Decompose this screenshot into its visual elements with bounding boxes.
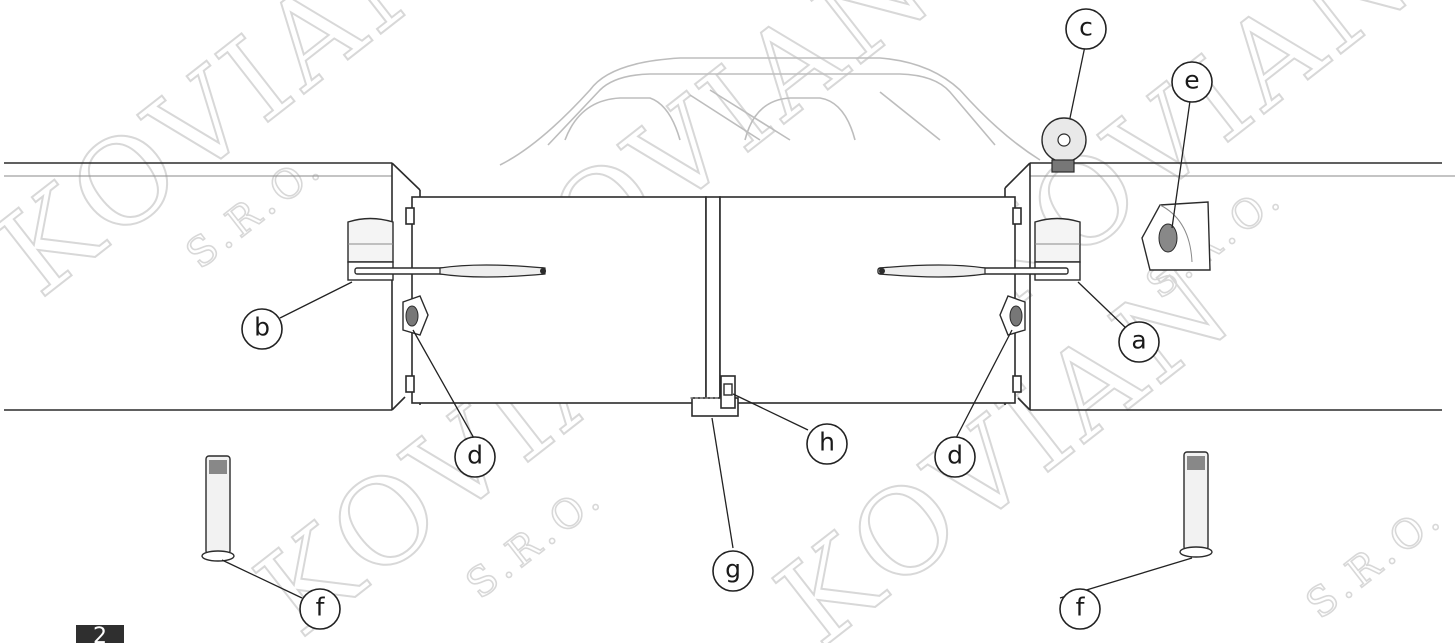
- callout-label-f-right: f: [1076, 593, 1086, 622]
- callout-e: e: [1171, 61, 1213, 103]
- callout-d-right: d: [934, 436, 976, 478]
- left-gate-leaf: [411, 196, 707, 404]
- right-gate-operator: [877, 217, 1081, 281]
- callout-label-e: e: [1184, 66, 1199, 95]
- left-gate-operator: [347, 217, 546, 281]
- gate-leaves: [405, 196, 1022, 404]
- leader-lines: [221, 45, 1193, 599]
- electric-lock: [720, 375, 736, 409]
- right-pillar: [1004, 162, 1455, 411]
- flashing-lamp: [1041, 117, 1087, 173]
- key-selector: [1141, 201, 1211, 271]
- right-gate-leaf: [719, 196, 1016, 404]
- callout-g: g: [712, 550, 754, 592]
- figure-number-tag: 2: [76, 625, 124, 643]
- callout-label-h: h: [819, 428, 835, 457]
- photocell-left: [402, 295, 429, 336]
- callout-label-b: b: [254, 313, 270, 342]
- photocell-column-left: [201, 455, 235, 562]
- callout-label-c: c: [1079, 13, 1093, 42]
- car-outline: [499, 57, 1041, 166]
- callout-label-d-right: d: [947, 441, 963, 470]
- callout-label-g: g: [725, 555, 741, 584]
- callout-h: h: [806, 423, 848, 465]
- callout-d-left: d: [454, 436, 496, 478]
- callout-label-d-left: d: [467, 441, 483, 470]
- watermark-subtext: S.R.O.: [1298, 493, 1453, 628]
- callout-f-right: f: [1059, 588, 1101, 630]
- callout-b: b: [241, 308, 283, 350]
- callout-label-a: a: [1131, 326, 1146, 355]
- callout-c: c: [1065, 8, 1107, 50]
- callout-a: a: [1118, 321, 1160, 363]
- photocell-right: [999, 295, 1026, 336]
- center-post: [705, 196, 721, 404]
- photocell-column-right: [1179, 451, 1213, 558]
- callout-f-left: f: [299, 588, 341, 630]
- callout-label-f-left: f: [316, 593, 326, 622]
